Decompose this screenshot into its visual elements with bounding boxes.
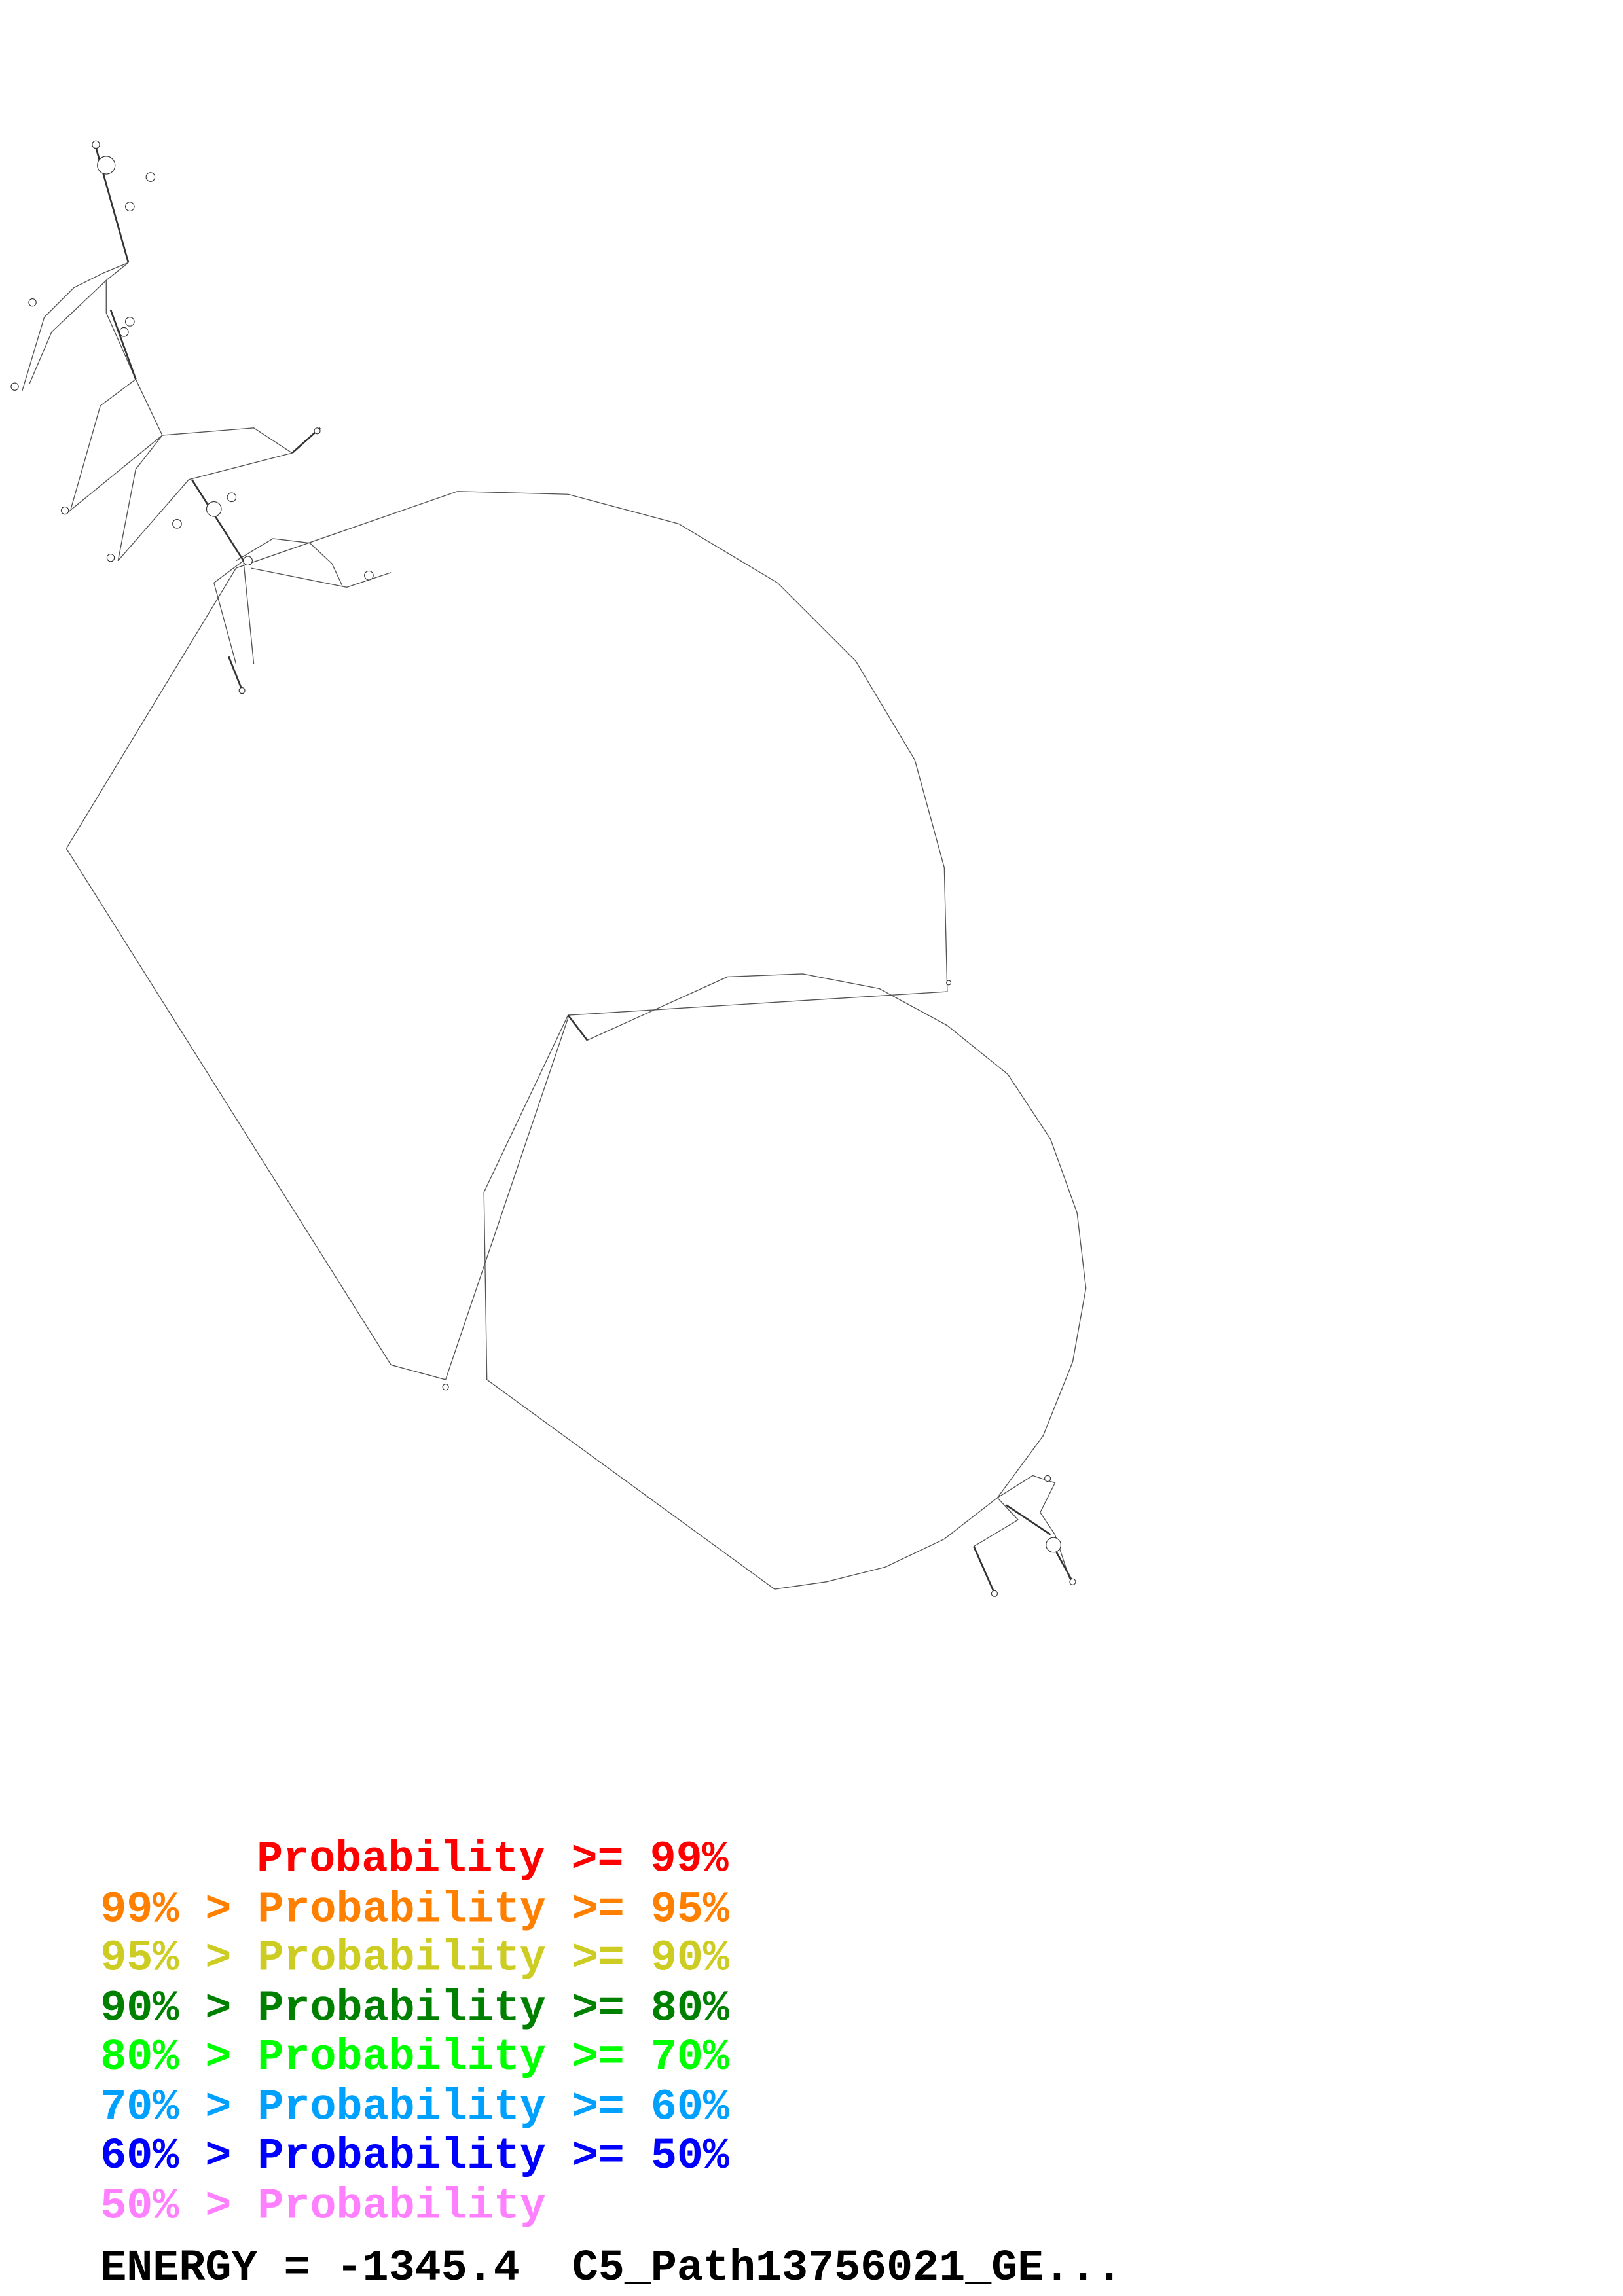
energy-footer: ENERGY = -1345.4 C5_Path13756021_GE... (100, 2244, 1122, 2293)
stem (1006, 1504, 1051, 1535)
backbone-link (568, 991, 947, 1016)
hairpin-loop (106, 554, 115, 562)
legend-entry-7: 50% > Probability (100, 2182, 546, 2232)
backbone-br-2 (973, 1497, 1019, 1597)
backbone-lower-left (483, 1014, 775, 1590)
stem (567, 1014, 589, 1041)
backbone-top-2 (29, 262, 129, 384)
backbone-top-7 (117, 452, 293, 562)
legend-entry-6: 60% > Probability >= 50% (100, 2132, 730, 2181)
hairpin-loop (10, 382, 19, 391)
hairpin-loop (172, 519, 182, 529)
hairpin-loop (60, 506, 69, 515)
backbone-mid-2 (243, 560, 255, 664)
hairpin-loop (124, 202, 135, 211)
legend-entry-1: 99% > Probability >= 95% (100, 1885, 730, 1935)
backbone-br (997, 1475, 1070, 1579)
stem (109, 309, 137, 380)
hairpin-loop (28, 298, 37, 307)
hairpin-loop (145, 172, 156, 182)
backbone-lower-loop (587, 973, 1087, 1590)
hairpin-loop (238, 687, 246, 694)
backbone-mid-4 (250, 567, 392, 588)
legend-entry-2: 95% > Probability >= 90% (100, 1934, 730, 1984)
hairpin-loop (442, 1384, 449, 1391)
hairpin-loop (227, 492, 237, 503)
hairpin-loop (119, 327, 129, 337)
hairpin-loop (1069, 1578, 1076, 1585)
backbone-mid-3 (236, 538, 343, 586)
legend-entry-5: 70% > Probability >= 60% (100, 2083, 730, 2132)
stems-and-loops (10, 140, 1076, 1597)
backbone-top-1 (22, 262, 129, 391)
backbone-top-5 (65, 435, 163, 514)
hairpin-loop (991, 1590, 998, 1597)
backbone-top-6 (117, 435, 163, 561)
backbone-large-loop (65, 491, 948, 992)
hairpin-loop (946, 980, 952, 986)
hairpin-loop (124, 317, 135, 327)
legend-entry-3: 90% > Probability >= 80% (100, 1984, 730, 2034)
legend-entry-0: Probability >= 99% (257, 1835, 729, 1885)
multi-loop (206, 501, 222, 517)
stem (1054, 1549, 1074, 1583)
internal-loop (243, 556, 253, 566)
multi-loop (1046, 1537, 1061, 1553)
probability-legend: Probability >= 99% 99% > Probability >= … (100, 1835, 730, 2232)
backbone (22, 262, 1087, 1597)
stem (191, 478, 244, 562)
hairpin-loop (364, 570, 374, 581)
backbone-top-4 (70, 378, 136, 509)
hairpin-loop (1044, 1475, 1051, 1482)
backbone-mid-1 (213, 560, 244, 664)
backbone-top-3 (105, 280, 293, 454)
legend-entry-4: 80% > Probability >= 70% (100, 2033, 730, 2083)
backbone-left-arm (65, 848, 569, 1380)
stem (228, 656, 245, 694)
stem (973, 1546, 997, 1597)
hairpin-loop (314, 427, 321, 435)
hairpin-loop (92, 140, 100, 149)
hairpin-loop (97, 156, 116, 175)
